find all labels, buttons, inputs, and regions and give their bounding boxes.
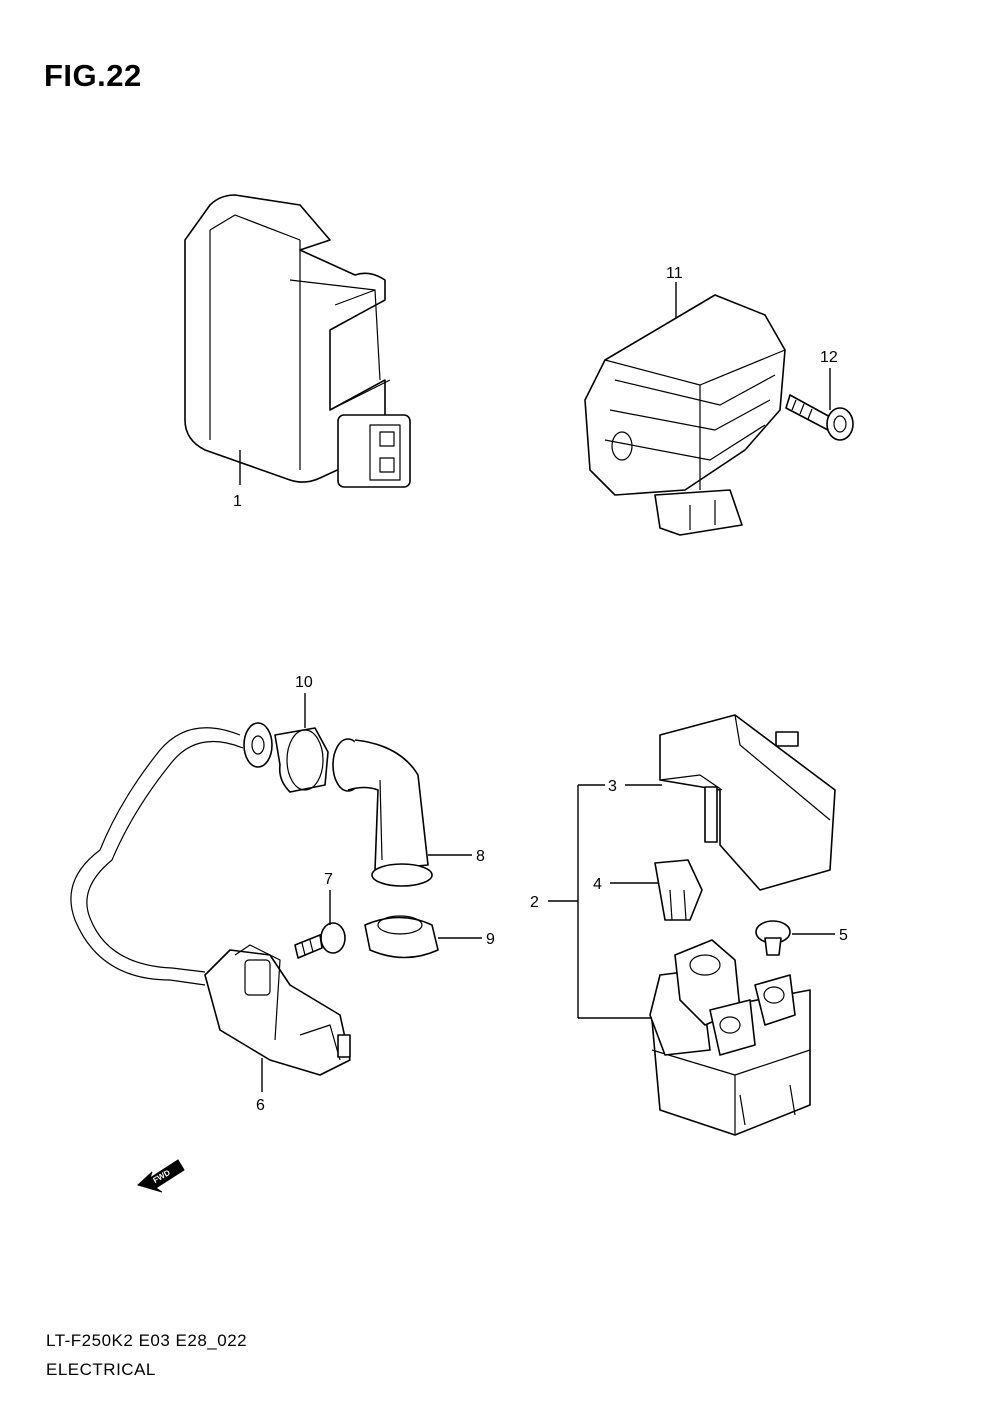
callout-4: 4 [593, 876, 602, 893]
fwd-direction-arrow: FWD [137, 1159, 185, 1193]
callout-7: 7 [324, 871, 333, 888]
part-12-bolt[interactable] [785, 394, 854, 441]
callout-8: 8 [476, 848, 485, 865]
part-6-ignition-coil[interactable] [70, 727, 351, 1076]
model-code: LT-F250K2 E03 E28_022 [46, 1331, 248, 1350]
callout-11: 11 [666, 265, 683, 282]
callout-6: 6 [256, 1097, 265, 1114]
callout-12: 12 [820, 349, 838, 366]
part-7-screw[interactable] [294, 922, 346, 959]
part-3-relay-cover[interactable] [659, 714, 836, 891]
part-9-seal[interactable] [364, 915, 439, 959]
callout-5: 5 [839, 927, 848, 944]
callout-3: 3 [608, 778, 617, 795]
callout-2: 2 [530, 894, 539, 911]
part-5-screw[interactable] [755, 920, 791, 956]
part-4-fuse[interactable] [654, 859, 703, 921]
part-8-plug-cap[interactable] [332, 738, 433, 887]
part-11-regulator-rectifier[interactable] [584, 294, 786, 536]
part-1-cdi-unit[interactable] [184, 194, 411, 488]
figure-title: FIG.22 [44, 58, 142, 93]
callout-1: 1 [233, 493, 242, 510]
assembly-bracket-2 [548, 784, 652, 1019]
part-10-cap[interactable] [243, 722, 329, 793]
section-name: ELECTRICAL [46, 1360, 156, 1379]
callout-10: 10 [295, 674, 313, 691]
callout-9: 9 [486, 931, 495, 948]
part-2-starter-relay[interactable] [649, 939, 811, 1136]
